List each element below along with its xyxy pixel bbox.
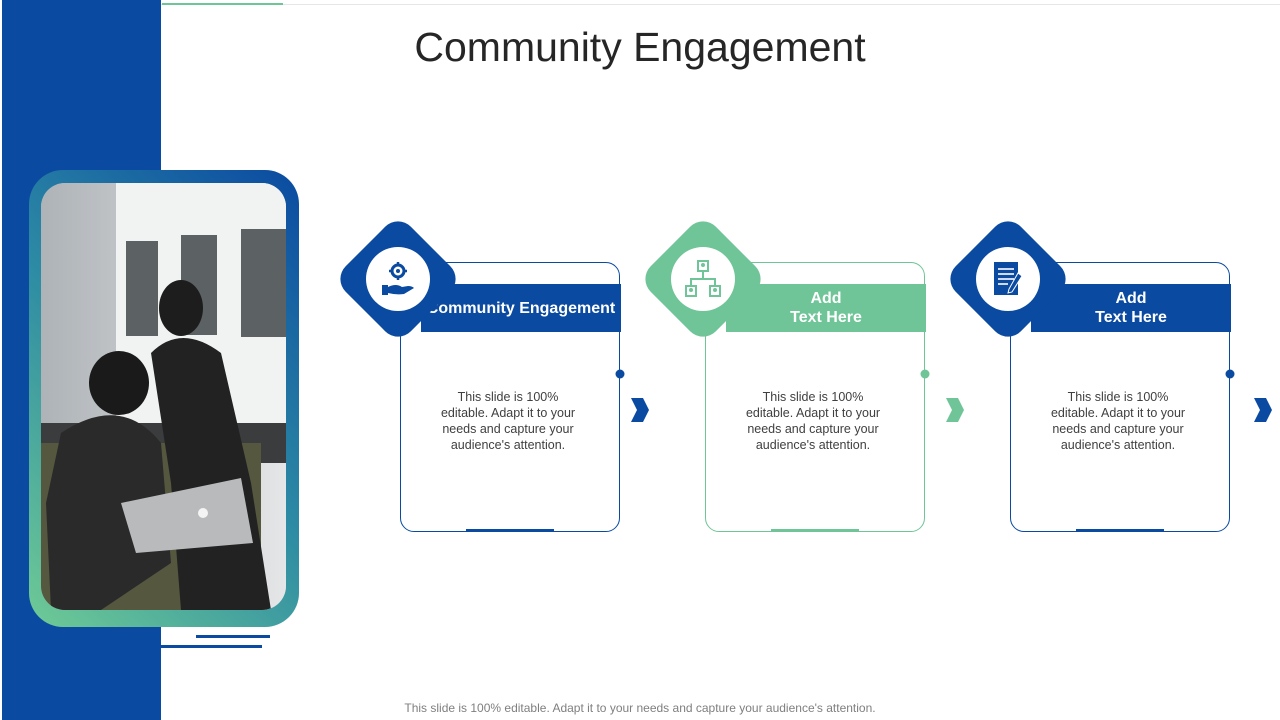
card-header: Add Text Here bbox=[1031, 284, 1231, 332]
card-header-line-2: Text Here bbox=[1095, 309, 1167, 326]
card-bottom-tab bbox=[466, 529, 554, 532]
document-pen-icon bbox=[976, 247, 1040, 311]
card-bottom-tab bbox=[1076, 529, 1164, 532]
connector-dot bbox=[1225, 369, 1235, 379]
org-chart-icon bbox=[671, 247, 735, 311]
top-divider bbox=[161, 4, 1280, 5]
accent-underline-long bbox=[127, 645, 262, 648]
top-accent-line bbox=[162, 3, 283, 5]
chevron-right-icon bbox=[946, 398, 964, 422]
page-title: Community Engagement bbox=[414, 24, 866, 70]
footer-note: This slide is 100% editable. Adapt it to… bbox=[404, 701, 876, 715]
card-bottom-tab bbox=[771, 529, 859, 532]
card-body-text: This slide is 100% editable. Adapt it to… bbox=[1050, 390, 1186, 452]
chevron-right-icon bbox=[1254, 398, 1272, 422]
card-body-text: This slide is 100% editable. Adapt it to… bbox=[745, 390, 881, 452]
card-header-line-1: Add bbox=[1115, 290, 1147, 307]
photo-two-women-laptop bbox=[41, 183, 286, 610]
card-header-line-2: Text Here bbox=[790, 309, 862, 326]
card-header-label: Community Engagement bbox=[426, 299, 616, 317]
card-header: Add Text Here bbox=[726, 284, 926, 332]
card-body-text: This slide is 100% editable. Adapt it to… bbox=[440, 390, 576, 452]
connector-dot bbox=[920, 369, 930, 379]
hand-gear-icon bbox=[366, 247, 430, 311]
accent-underline-short bbox=[196, 635, 270, 638]
card-header-line-1: Add bbox=[810, 290, 842, 307]
card-header: Community Engagement bbox=[421, 284, 621, 332]
chevron-right-icon bbox=[631, 398, 649, 422]
connector-dot bbox=[615, 369, 625, 379]
